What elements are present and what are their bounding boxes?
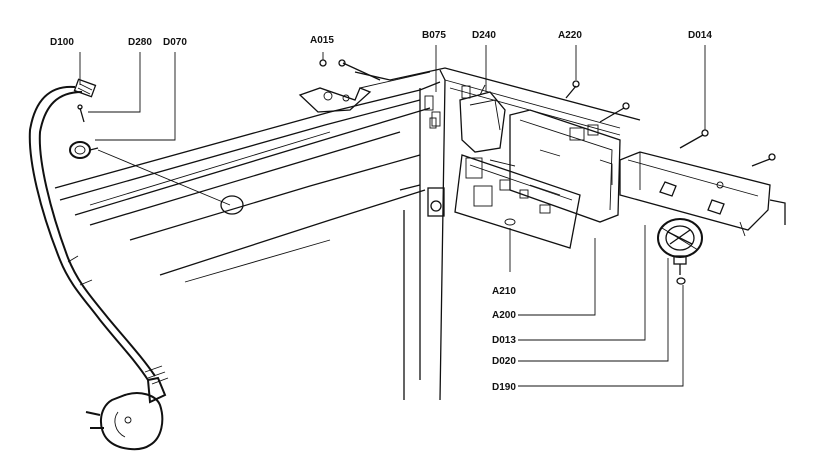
mounting-bracket [298,87,372,113]
label-d014: D014 [688,30,712,41]
label-a015: A015 [310,35,334,46]
label-a210: A210 [492,286,516,297]
wall-clip [424,95,445,217]
label-b075: B075 [422,30,446,41]
clip-screw [77,104,85,123]
leader-lines [79,45,706,387]
switch-unit [459,84,506,153]
mains-plug [85,392,164,451]
cable-connector [73,78,97,98]
label-d013: D013 [492,335,516,346]
label-d240: D240 [472,30,496,41]
mains-cable [28,85,169,404]
cable-clip [69,141,99,159]
part-labels: D100 D280 D070 A015 B075 D240 A220 D014 … [50,30,712,393]
label-a200: A200 [492,310,516,321]
control-board [454,154,581,249]
label-d280: D280 [128,37,152,48]
label-d070: D070 [163,37,187,48]
rail-bracket [619,151,786,237]
label-d020: D020 [492,356,516,367]
label-d190: D190 [492,382,516,393]
label-a220: A220 [558,30,582,41]
panel-hole [220,195,244,215]
board-housing [509,109,621,223]
pressure-switch [657,218,703,285]
label-d100: D100 [50,37,74,48]
screws [319,59,776,167]
cabinet-frame [54,67,641,401]
